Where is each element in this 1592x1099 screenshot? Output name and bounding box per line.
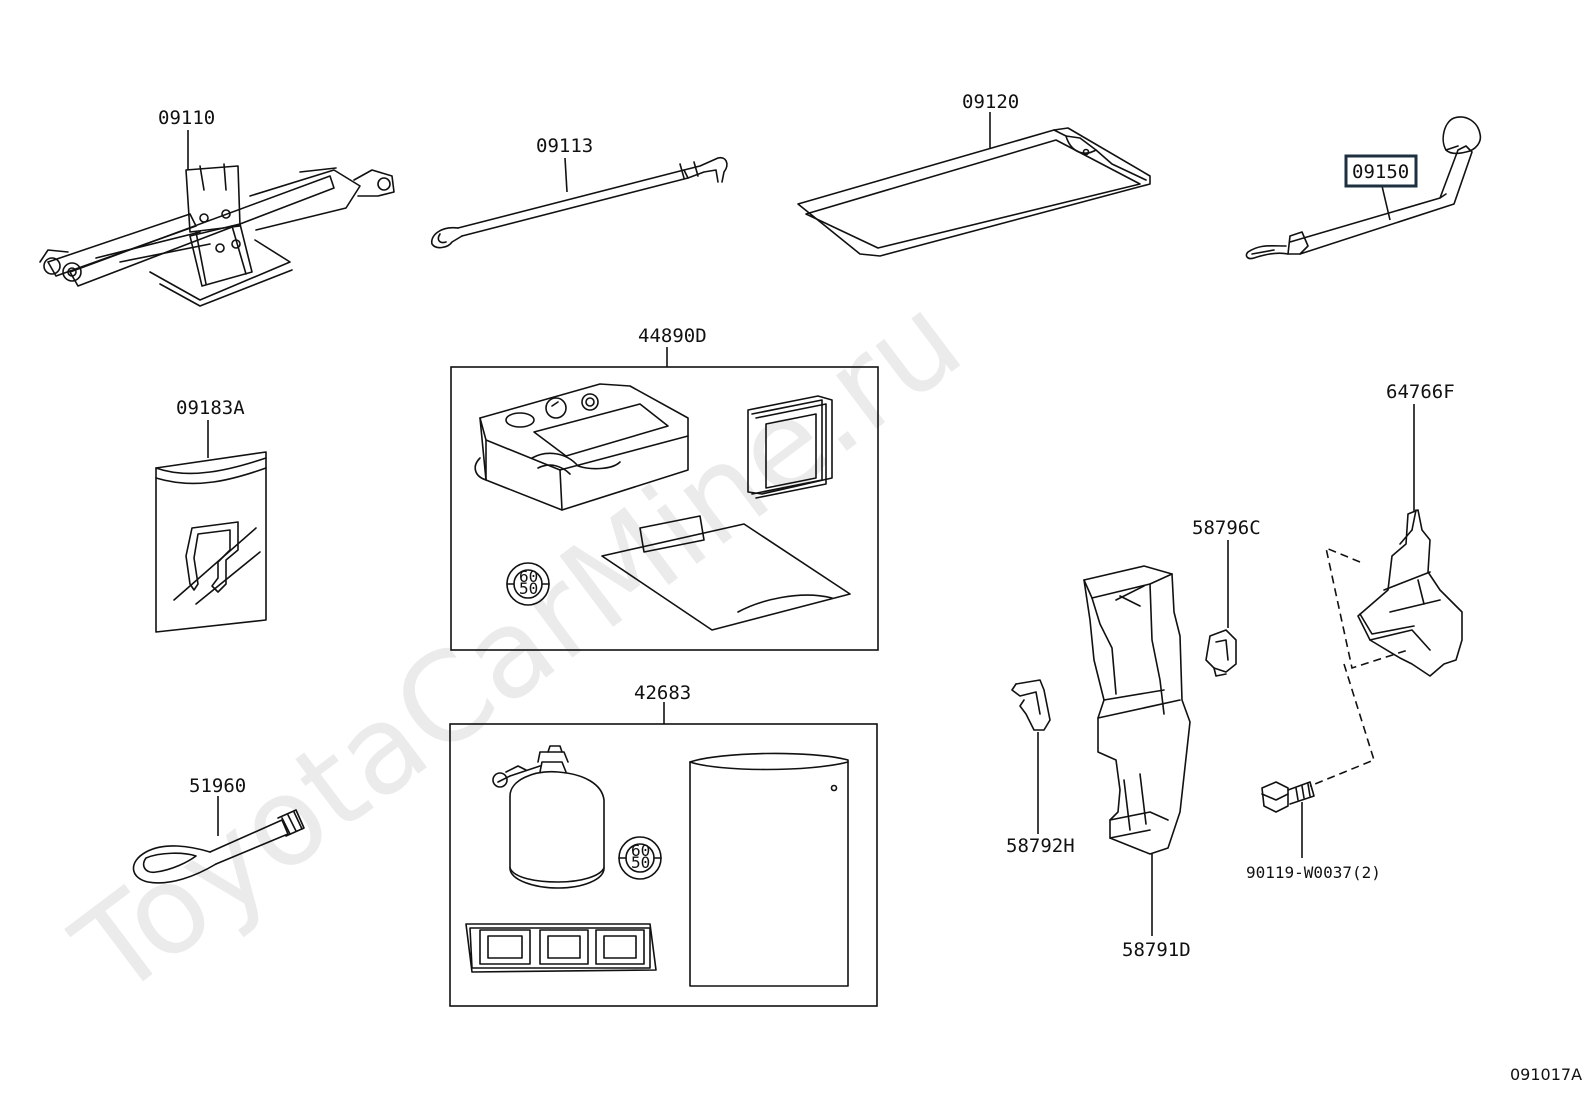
sealant-sticker-cards[interactable] (747, 395, 833, 499)
sealant-bottle[interactable] (492, 745, 605, 889)
bolt[interactable] (1261, 781, 1315, 813)
sealant-bag[interactable] (689, 752, 849, 987)
bracket[interactable] (1357, 509, 1463, 677)
gauge-mark-top: 60 (519, 567, 538, 586)
scissor-jack[interactable] (39, 163, 395, 307)
hook[interactable] (1011, 679, 1051, 731)
watermark: ToyotaCarMine.ru (49, 268, 986, 1023)
wheel-nut-wrench[interactable] (1245, 116, 1482, 260)
repair-kit-frame (450, 366, 879, 651)
tire-inflator-compressor[interactable] (474, 383, 689, 511)
part-number-09110[interactable]: 09110 (158, 107, 215, 129)
part-number-58796C[interactable]: 58796C (1192, 517, 1261, 539)
part-number-09183A[interactable]: 09183A (176, 397, 245, 419)
sheet-code: 091017A (1510, 1065, 1582, 1084)
part-number-64766F[interactable]: 64766F (1386, 381, 1455, 403)
speed-gauge-label[interactable] (506, 562, 550, 606)
towing-eye[interactable] (132, 809, 305, 884)
part-number-42683[interactable]: 42683 (634, 682, 691, 704)
warning-stickers[interactable] (465, 923, 657, 973)
tool-box[interactable] (1083, 565, 1191, 855)
tool-pouch[interactable] (155, 451, 267, 633)
part-number-90119-W0037[interactable]: 90119-W0037(2) (1246, 863, 1381, 882)
part-number-51960[interactable]: 51960 (189, 775, 246, 797)
part-number-09120[interactable]: 09120 (962, 91, 1019, 113)
part-number-09150[interactable]: 09150 (1352, 161, 1409, 183)
tool-bag[interactable] (797, 127, 1151, 257)
part-number-09113[interactable]: 09113 (536, 135, 593, 157)
gauge-mark-top-2: 60 (631, 841, 650, 860)
part-number-44890D[interactable]: 44890D (638, 325, 707, 347)
instruction-sheet[interactable] (601, 515, 851, 631)
jack-handle[interactable] (431, 156, 728, 249)
bolt-guide-line (1309, 663, 1375, 787)
gauge-mark-bottom: 50 (519, 579, 538, 598)
gauge-mark-bottom-2: 50 (631, 853, 650, 872)
part-number-58792H[interactable]: 58792H (1006, 835, 1075, 857)
speed-gauge-label-2[interactable] (618, 836, 662, 880)
clip[interactable] (1205, 629, 1237, 677)
part-number-58791D[interactable]: 58791D (1122, 939, 1191, 961)
highlight-box-09150 (1344, 154, 1418, 188)
assembly-guide-line (1324, 546, 1409, 670)
